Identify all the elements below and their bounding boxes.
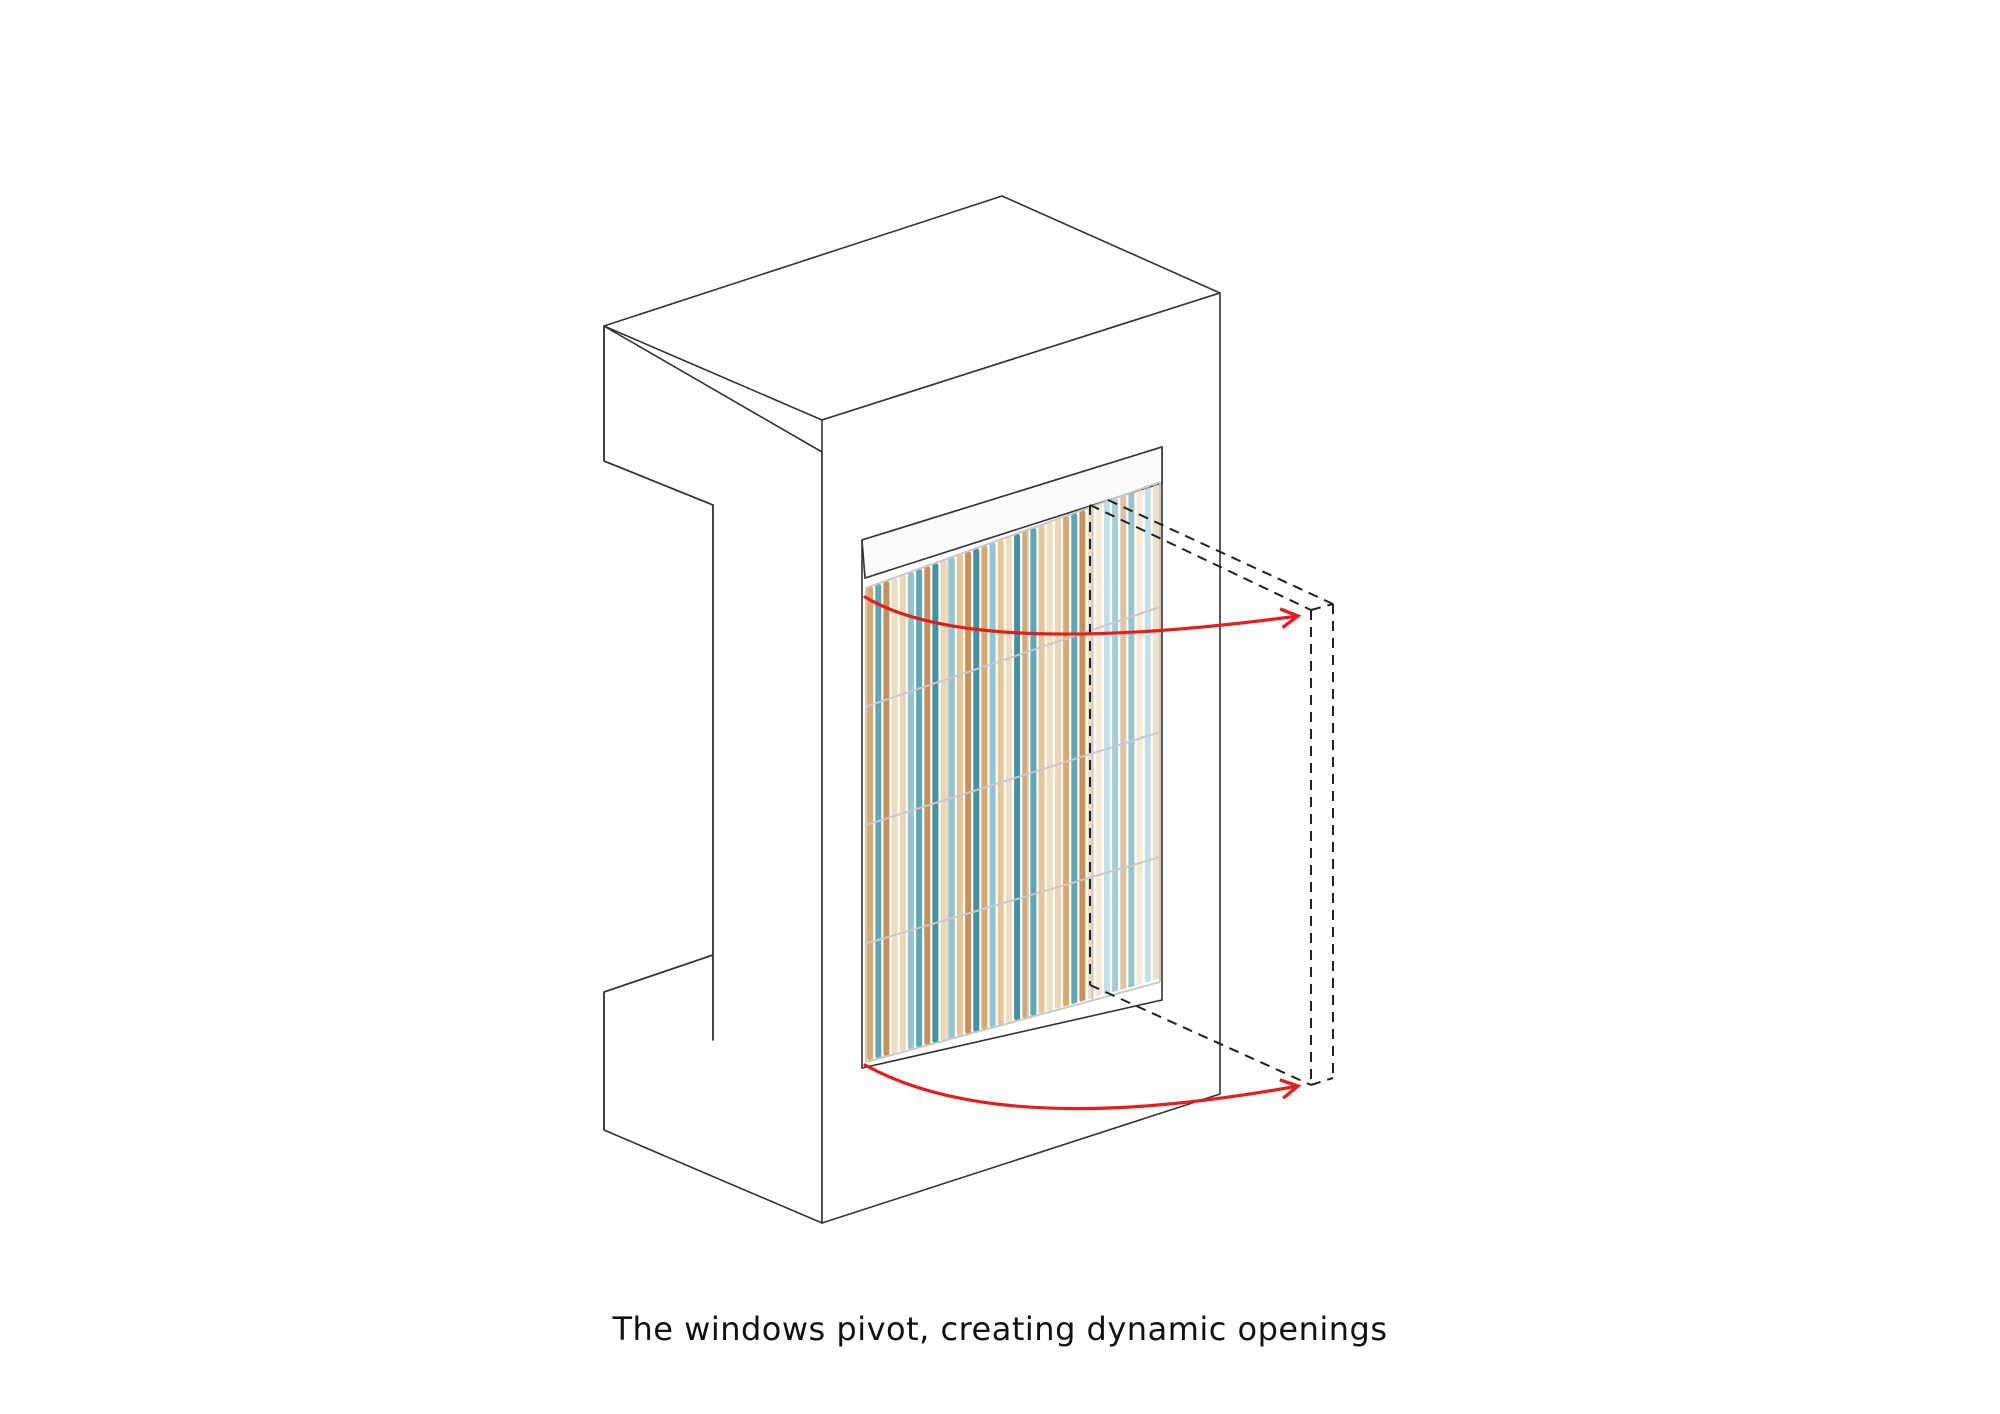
panel-transom	[865, 481, 1161, 589]
panel-transom	[865, 856, 1161, 945]
panel-transom	[865, 606, 1161, 708]
opened-leaf-outline	[1089, 499, 1334, 1086]
pivot-arrows	[863, 595, 1302, 1111]
panel-transom	[865, 731, 1161, 826]
side-notch	[603, 326, 714, 1130]
panel-frame	[865, 481, 1161, 1063]
diagram-caption: The windows pivot, creating dynamic open…	[612, 1310, 1388, 1348]
opening-reveal	[861, 445, 1163, 580]
upper-pivot-arrow-icon	[863, 595, 1302, 636]
lower-pivot-arrow-icon	[863, 1063, 1302, 1111]
